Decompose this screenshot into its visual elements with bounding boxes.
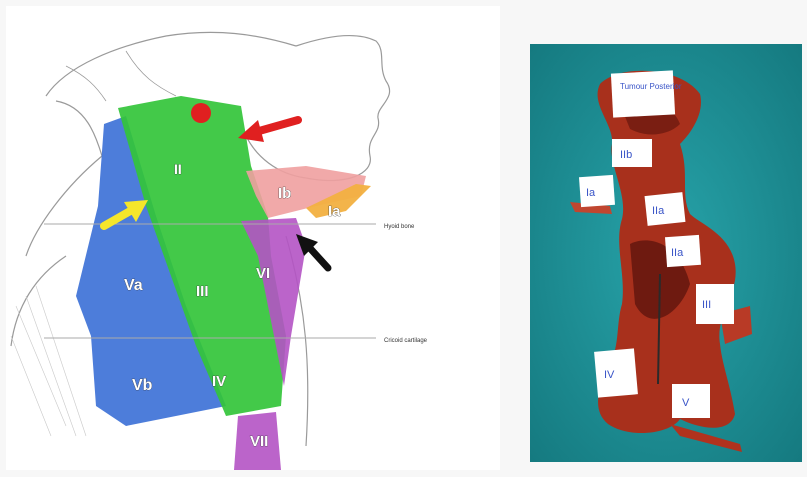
tag-iib: IIb <box>612 139 652 167</box>
neck-diagram-svg: Hyoid bone Cricoid cartilage II Ib <box>6 6 500 470</box>
tag-iv: IV <box>594 348 638 397</box>
svg-text:V: V <box>682 397 690 409</box>
label-level-va: Va <box>124 277 143 294</box>
specimen-photo: Tumour Posterior IIb Ia IIa IIa III <box>530 44 802 462</box>
shading <box>11 286 86 436</box>
tag-ia: Ia <box>579 175 615 207</box>
tumour-marker-dot <box>191 103 211 123</box>
label-level-vi: VI <box>256 265 270 282</box>
tag-top-text: Tumour Posterior <box>620 82 682 91</box>
svg-text:Ia: Ia <box>586 187 596 199</box>
tag-v: V <box>672 384 710 418</box>
tag-iii: III <box>696 284 734 324</box>
svg-text:IV: IV <box>604 369 615 381</box>
tag-iia-2: IIa <box>665 235 701 267</box>
hyoid-label: Hyoid bone <box>384 224 415 230</box>
svg-text:IIb: IIb <box>620 149 632 161</box>
tag-top: Tumour Posterior <box>611 70 682 117</box>
label-level-vii: VII <box>250 433 268 450</box>
label-level-iv: IV <box>212 373 226 390</box>
red-arrow <box>238 120 298 142</box>
label-level-vb: Vb <box>132 377 153 394</box>
svg-text:IIa: IIa <box>652 205 665 217</box>
cricoid-label: Cricoid cartilage <box>384 338 428 344</box>
neck-levels-diagram: Hyoid bone Cricoid cartilage II Ib <box>6 6 500 470</box>
label-level-iii: III <box>196 283 209 300</box>
label-level-ia: Ia <box>328 203 341 220</box>
label-level-ii: II <box>174 161 182 177</box>
svg-text:III: III <box>702 299 711 311</box>
specimen-photo-svg: Tumour Posterior IIb Ia IIa IIa III <box>530 44 802 462</box>
svg-text:IIa: IIa <box>671 247 684 259</box>
tag-iia-1: IIa <box>645 192 686 226</box>
label-level-ib: Ib <box>278 185 291 202</box>
